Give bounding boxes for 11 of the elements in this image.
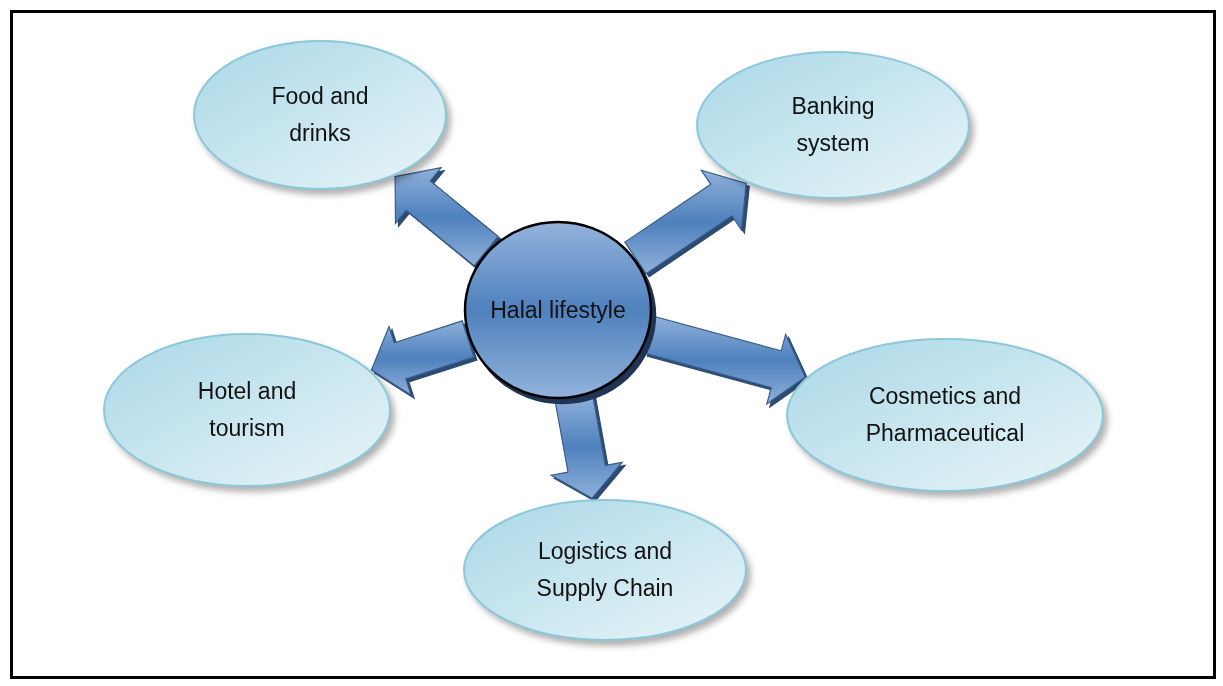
topic-label: Banking system <box>790 92 876 158</box>
topic-label: Food and drinks <box>270 82 370 148</box>
hub-label: Halal lifestyle <box>490 295 626 325</box>
block-arrow <box>394 166 500 267</box>
block-arrow <box>549 394 624 500</box>
block-arrow <box>643 315 806 406</box>
topic-label: Hotel and tourism <box>196 377 298 443</box>
topic-label: Cosmetics and Pharmaceutical <box>864 382 1026 448</box>
block-arrow <box>370 320 475 397</box>
block-arrow <box>624 169 747 275</box>
topic-label: Logistics and Supply Chain <box>535 537 675 603</box>
